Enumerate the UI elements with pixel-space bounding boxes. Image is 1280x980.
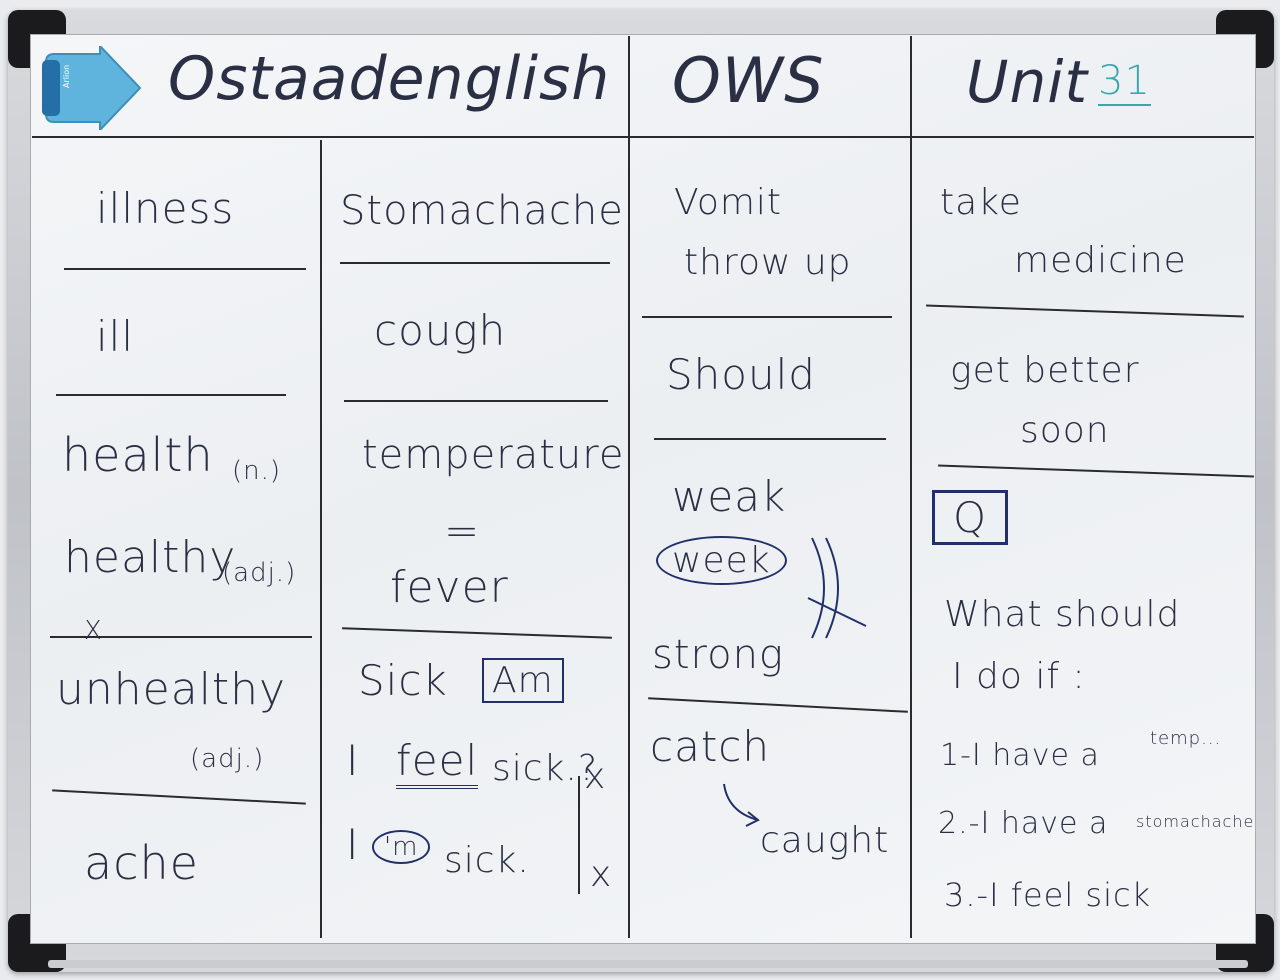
word-medicine: medicine [1014,240,1187,281]
word-temperature: temperature [362,432,625,478]
word-fever: fever [390,562,509,613]
list-item-2: 2.-I have a [938,806,1109,841]
word-sick: Sick [358,656,448,705]
word-throw-up: throw up [684,242,852,283]
word-ill: ill [96,312,135,361]
col3-divider-1 [642,316,892,318]
word-unhealthy: unhealthy [56,664,287,715]
col1-divider-2 [56,394,286,396]
word-sick-dot: sick. [444,840,530,881]
word-feel: feel [396,736,479,789]
healthy-tag: (adj.) [222,558,297,588]
ows-label: OWS [672,44,825,117]
word-stomachache: Stomachache [340,188,624,234]
word-illness: illness [96,184,235,233]
marker-tray [48,960,1248,968]
word-vomit: Vomit [674,182,783,223]
m-circle: 'm [372,830,431,864]
question-line-1: What should [944,594,1181,635]
word-should: Should [666,350,816,399]
col2-divider-1 [340,262,610,264]
list-item-1: 1-I have a [940,738,1100,773]
word-weak: weak [672,472,787,521]
word-caught: caught [760,820,890,861]
q-box: Q [932,490,1009,545]
word-healthy: healthy [64,532,237,583]
list-item-1-sup: temp... [1150,728,1222,749]
col1-divider-3 [50,636,312,638]
health-tag: (n.) [232,456,282,486]
bracket-line [578,776,580,894]
word-strong: strong [652,632,784,678]
eraser-icon: Arlion [42,46,142,130]
word-get-better: get better [950,350,1140,391]
col3-divider-2 [654,438,886,440]
strike-mark: X [84,616,103,646]
col2-divider-2 [344,400,608,402]
word-catch: catch [650,722,771,771]
homophone-mark-icon [807,537,867,639]
unhealthy-tag: (adj.) [190,744,265,774]
question-line-2: I do if : [952,656,1086,697]
equals-sign: = [444,506,481,555]
col1-divider-1 [64,268,306,270]
list-item-2-tail: stomachache [1136,812,1255,831]
whiteboard-surface [30,34,1256,944]
board-title: Ostaadenglish [168,44,611,114]
word-cough: cough [374,306,507,355]
word-i-2: I [346,820,360,869]
list-item-3: 3.-I feel sick [944,876,1152,914]
word-i-1: I [346,736,360,785]
word-health: health [62,428,214,482]
x-mark-1: x [584,756,607,797]
divider-col1-col2 [320,140,322,938]
x-mark-2: x [590,854,613,895]
unit-label: Unit [966,48,1089,116]
word-ache: ache [84,836,199,890]
word-week-circled: week [656,536,787,585]
divider-col2-col3 [628,36,630,938]
word-sick-question: sick.? [492,748,598,789]
am-box: Am [482,658,564,703]
word-take: take [940,182,1022,223]
divider-col3-col4 [910,36,912,938]
word-soon: soon [1020,410,1110,451]
header-divider [32,136,1254,138]
eraser-brand: Arlion [62,65,71,88]
arrow-icon [723,783,760,827]
unit-number: 31 [1098,58,1151,106]
